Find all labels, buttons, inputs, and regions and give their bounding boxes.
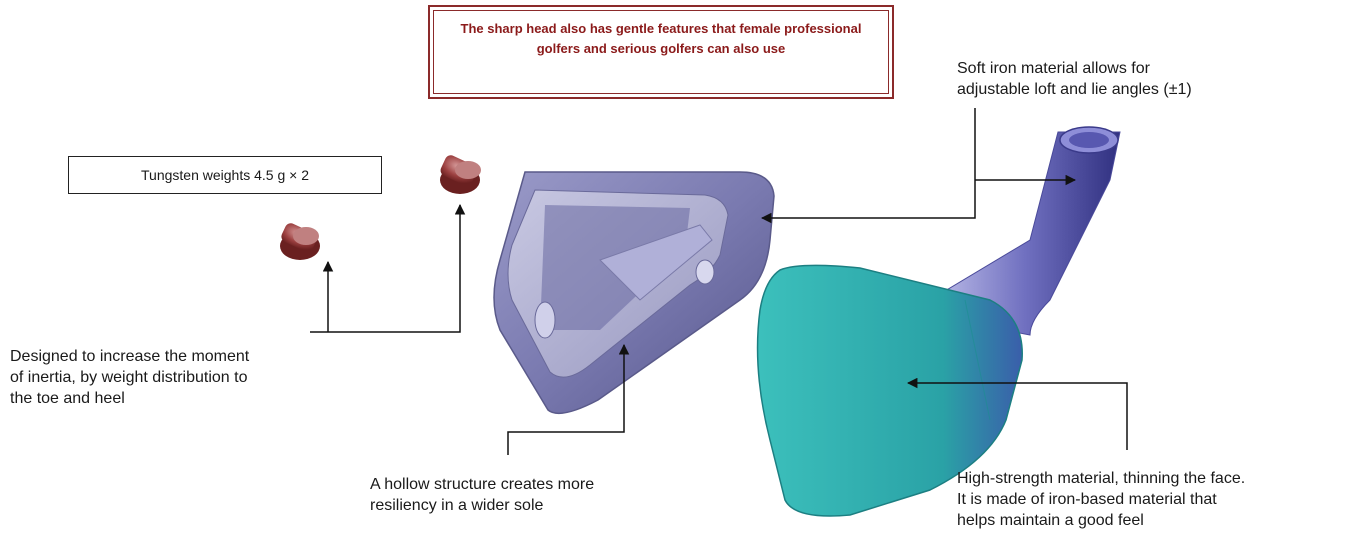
club-body-frame bbox=[494, 172, 774, 413]
title-text: The sharp head also has gentle features … bbox=[434, 11, 888, 59]
weights-label-box: Tungsten weights 4.5 g × 2 bbox=[68, 156, 382, 194]
weights-label: Tungsten weights 4.5 g × 2 bbox=[141, 167, 309, 183]
callout-soft-iron bbox=[762, 108, 1075, 218]
tungsten-weight-right bbox=[439, 153, 481, 194]
club-face bbox=[758, 127, 1120, 516]
soft-iron-annotation: Soft iron material allows for adjustable… bbox=[957, 58, 1192, 100]
hollow-structure-annotation: A hollow structure creates more resilien… bbox=[370, 474, 594, 516]
title-box: The sharp head also has gentle features … bbox=[428, 5, 894, 99]
high-strength-annotation: High-strength material, thinning the fac… bbox=[957, 468, 1245, 531]
inertia-annotation: Designed to increase the moment of inert… bbox=[10, 346, 249, 409]
tungsten-weight-left bbox=[279, 221, 320, 260]
callout-weights bbox=[310, 205, 460, 332]
